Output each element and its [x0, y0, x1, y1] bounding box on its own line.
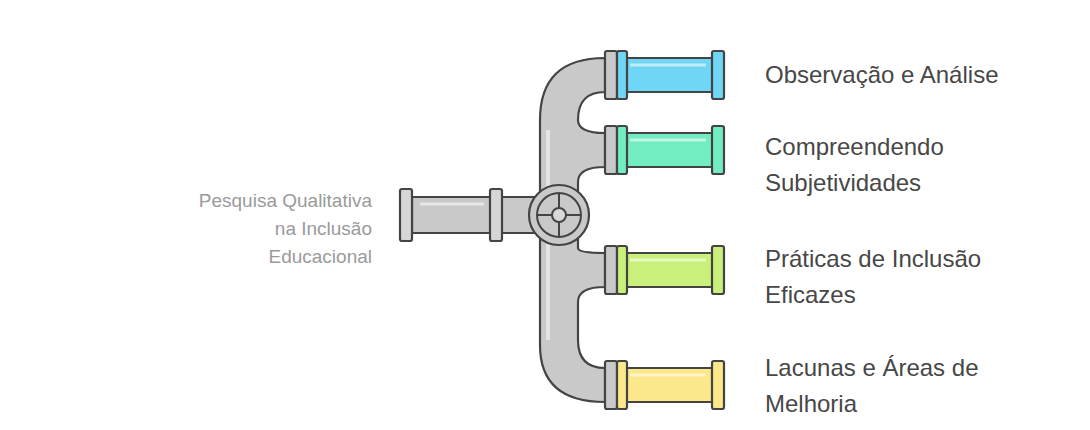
- outlet-green: [605, 126, 724, 174]
- branch-label: Práticas de Inclusão Eficazes: [765, 241, 1055, 313]
- valve-body: [529, 185, 589, 245]
- pipe-segment: [620, 253, 714, 287]
- pipe-highlights: [420, 65, 706, 375]
- pipe-flange: [712, 51, 724, 99]
- valve-ring: [537, 193, 581, 237]
- pipe-segment: [412, 197, 492, 233]
- pipe-flange: [605, 246, 617, 294]
- valve-spokes: [537, 193, 581, 237]
- inlet-pipe: [400, 189, 544, 241]
- outlet-blue: [605, 51, 724, 99]
- pipe-flange: [712, 361, 724, 409]
- pipe-flange: [617, 126, 627, 174]
- pipe-flange: [400, 189, 412, 241]
- pipe-flange: [617, 246, 627, 294]
- branch-label: Lacunas e Áreas de Melhoria: [765, 350, 1055, 422]
- outlet-lime: [605, 246, 724, 294]
- pipe-flange: [712, 126, 724, 174]
- outlet-yellow: [605, 361, 724, 409]
- pipe-flange: [617, 51, 627, 99]
- pipe-flange: [605, 51, 617, 99]
- pipe-flange: [617, 361, 627, 409]
- pipe-segment: [620, 368, 714, 402]
- valve-wheel: [529, 185, 589, 245]
- pipe-segment: [620, 58, 714, 92]
- branch-label: Observação e Análise: [765, 57, 1055, 93]
- pipe-segment: [620, 133, 714, 167]
- pipe-flange: [712, 246, 724, 294]
- pipe-flange: [605, 361, 617, 409]
- topic-label: Pesquisa Qualitativa na Inclusão Educaci…: [182, 187, 372, 271]
- pipe-flange: [490, 189, 502, 241]
- pipe-highlight: [420, 65, 706, 375]
- valve-hub: [552, 208, 566, 222]
- pipe-flange: [605, 126, 617, 174]
- branch-label: Compreendendo Subjetividades: [765, 129, 1055, 201]
